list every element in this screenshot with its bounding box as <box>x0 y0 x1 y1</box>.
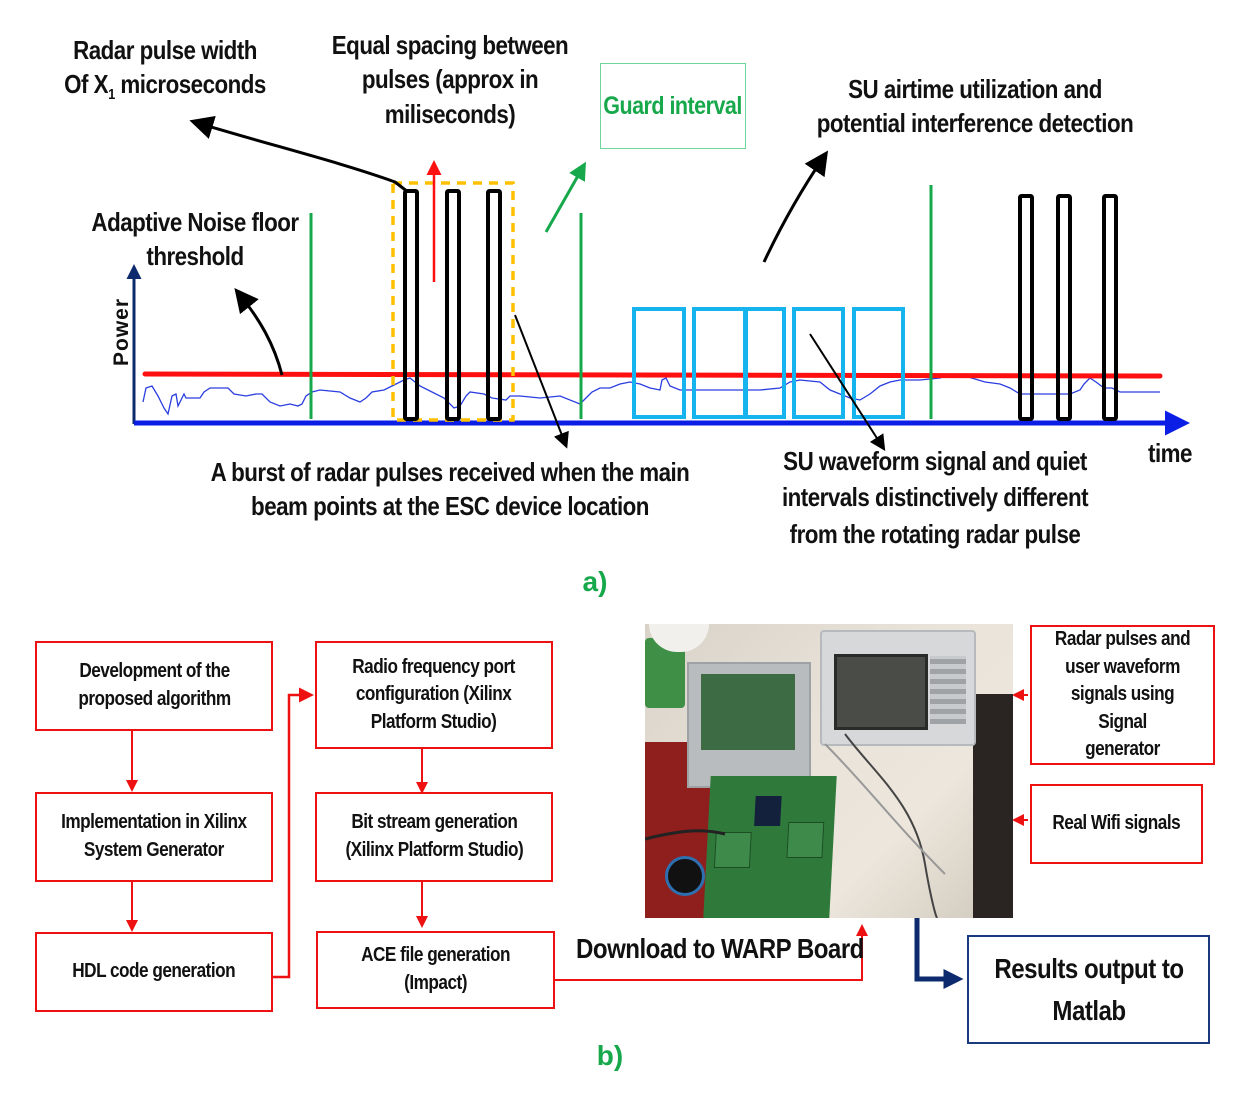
noise-floor-label: Adaptive Noise floor threshold <box>91 207 299 272</box>
radar-pulses <box>403 189 1118 421</box>
caption-b: b) <box>596 1040 624 1071</box>
results-matlab-box: Results output to Matlab <box>967 935 1210 1044</box>
su-waveform-block <box>792 307 845 419</box>
noise-floor-signal <box>142 375 1160 416</box>
lab-setup-photo <box>645 624 1013 918</box>
step-rf-config-label: Radio frequency port configuration (Xili… <box>352 655 516 733</box>
step-bitstream: Bit stream generation (Xilinx Platform S… <box>315 792 553 882</box>
noise-floor-arrow <box>234 287 284 376</box>
step-implementation-label: Implementation in Xilinx System Generato… <box>61 811 247 861</box>
radar-pulse <box>1056 194 1072 421</box>
signal-timing-diagram <box>126 115 1190 452</box>
pulse-width-label: Radar pulse width Of X1 microseconds <box>49 33 281 105</box>
pulse-width-prefix: Of X <box>64 69 109 100</box>
pulse-width-line2: Of X1 microseconds <box>49 67 281 105</box>
su-waveform-block <box>744 307 786 419</box>
pulse-width-suffix: microseconds <box>114 69 266 100</box>
pulse-width-line1: Radar pulse width <box>73 35 257 65</box>
step-rf-config: Radio frequency port configuration (Xili… <box>315 641 553 749</box>
burst-label: A burst of radar pulses received when th… <box>210 457 690 522</box>
step-ace-file: ACE file generation (Impact) <box>316 931 555 1009</box>
step-development-label: Development of the proposed algorithm <box>77 660 231 710</box>
su-waveform-label: SU waveform signal and quiet intervals d… <box>781 446 1089 549</box>
flow-arrow-3 <box>273 687 314 979</box>
radar-pulse <box>1102 194 1118 421</box>
guard-interval-box: Guard interval <box>600 63 746 149</box>
input-real-wifi: Real Wifi signals <box>1030 784 1203 864</box>
power-axis-label: Power <box>110 297 133 367</box>
su-waveform-block <box>632 307 686 419</box>
step-ace-file-label: ACE file generation (Impact) <box>361 944 510 994</box>
su-airtime-arrow <box>762 150 829 263</box>
results-matlab-label: Results output to Matlab <box>993 952 1184 1026</box>
su-waveform-arrow <box>809 333 886 452</box>
pulse-width-arrow <box>189 115 409 194</box>
burst-arrow <box>514 314 569 449</box>
dark-background-area <box>973 694 1013 918</box>
results-arrow <box>914 917 964 989</box>
radar-burst-box <box>391 181 515 422</box>
su-waveform-blocks <box>632 307 905 419</box>
download-label: Download to WARP Board <box>576 933 864 964</box>
step-development: Development of the proposed algorithm <box>35 641 273 731</box>
step-implementation: Implementation in Xilinx System Generato… <box>35 792 273 882</box>
cables <box>645 733 946 918</box>
caption-a: a) <box>582 566 608 597</box>
guard-interval-label: Guard interval <box>603 91 743 120</box>
time-axis-label: time <box>1148 438 1192 468</box>
guard-interval-arrow <box>544 161 586 233</box>
antenna-base <box>665 856 705 896</box>
input-signal-generator-label: Radar pulses and user waveform signals u… <box>1054 628 1191 761</box>
su-airtime-label: SU airtime utilization and potential int… <box>816 74 1134 139</box>
step-hdl-code: HDL code generation <box>35 932 273 1012</box>
radar-pulse <box>486 189 502 421</box>
input-real-wifi-label: Real Wifi signals <box>1052 812 1181 835</box>
oscilloscope-screen <box>834 654 928 730</box>
oscilloscope <box>820 630 976 746</box>
su-waveform-block <box>692 307 747 419</box>
adaptive-threshold-line <box>142 371 1163 379</box>
step-bitstream-label: Bit stream generation (Xilinx Platform S… <box>345 811 523 861</box>
guard-lines <box>309 185 933 419</box>
step-hdl-code-label: HDL code generation <box>72 960 236 983</box>
metal-enclosure <box>687 662 811 788</box>
radar-pulse <box>403 189 419 421</box>
input-signal-generator: Radar pulses and user waveform signals u… <box>1030 625 1215 765</box>
equal-spacing-label: Equal spacing between pulses (approx in … <box>331 30 569 129</box>
su-waveform-block <box>852 307 905 419</box>
radar-pulse <box>445 189 461 421</box>
radar-pulse <box>1018 194 1034 421</box>
pulse-width-subscript: 1 <box>108 86 115 104</box>
